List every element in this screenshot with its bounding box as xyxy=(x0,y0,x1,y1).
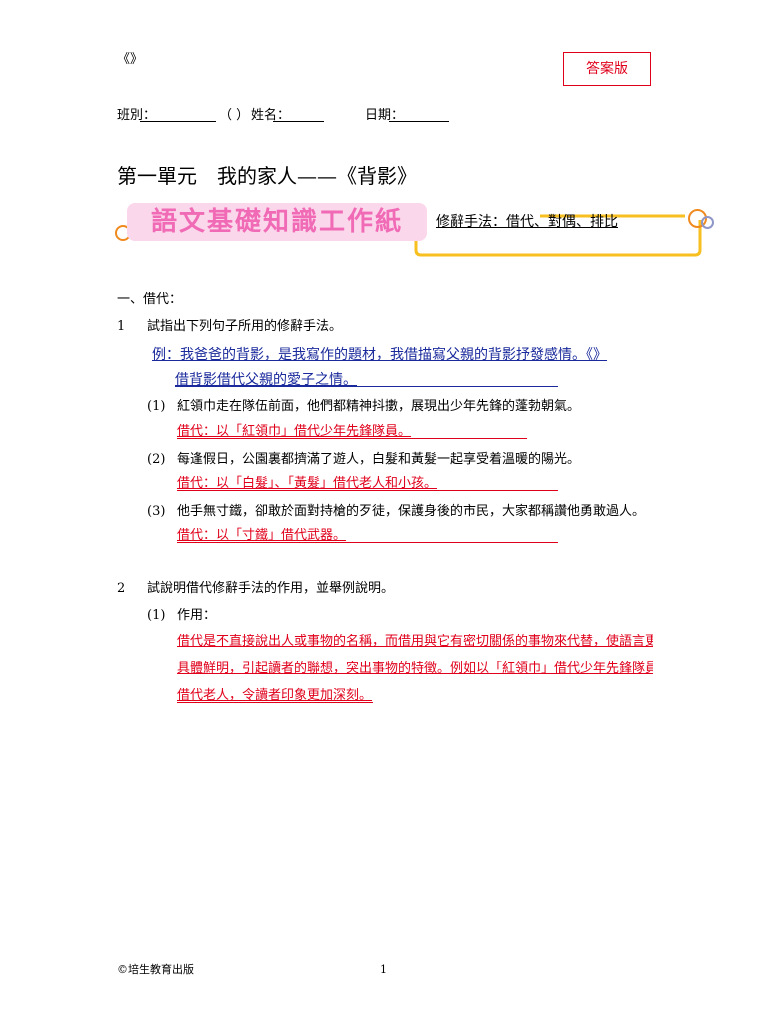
q1-item2-label: (2) xyxy=(147,452,166,467)
q1-item1-text: 紅領巾走在隊伍前面，他們都精神抖擻，展現出少年先鋒的蓬勃朝氣。 xyxy=(177,399,581,414)
q2-answer-line3[interactable]: 借代老人，令讀者印象更加深刻。 xyxy=(177,688,373,703)
answer-version-badge: 答案版 xyxy=(563,52,651,86)
number-label: （ ） xyxy=(219,108,250,123)
q1-prompt: 試指出下列句子所用的修辭手法。 xyxy=(147,319,343,334)
q2-answer-line3-rule xyxy=(177,702,373,703)
q2-answer-line1[interactable]: 借代是不直接說出人或事物的名稱，而借用與它有密切關係的事物來代替，使語言更加形象… xyxy=(177,634,653,649)
q1-model-underline xyxy=(175,386,558,387)
q1-item3-answer-line xyxy=(177,542,558,543)
corner-mark: 《》 xyxy=(117,52,144,67)
small-blue-ring-icon xyxy=(701,216,714,229)
date-label: 日期： xyxy=(365,108,405,123)
worksheet-badge: 語文基礎知識工作紙 xyxy=(127,203,427,241)
q1-number: 1 xyxy=(117,319,126,334)
q1-model-line1: 例：我爸爸的背影，是我寫作的題材，我借描寫父親的背影抒發感情。《》 xyxy=(152,347,607,363)
q1-item3-answer[interactable]: 借代：以「寸鐵」借代武器。 xyxy=(177,528,347,543)
date-blank[interactable] xyxy=(389,121,449,122)
q1-item2-answer-line xyxy=(177,490,558,491)
banner-subtitle: 修辭手法：借代、對偶、排比 xyxy=(436,214,618,230)
q1-item2-answer[interactable]: 借代：以「白髮」、「黃髮」借代老人和小孩。 xyxy=(177,476,438,491)
class-blank[interactable] xyxy=(140,121,216,122)
footer-copyright: ©培生教育出版 xyxy=(117,963,194,976)
page-number: 1 xyxy=(380,963,387,976)
q2-answer-line2[interactable]: 具體鮮明，引起讀者的聯想，突出事物的特徵。例如以「紅領巾」借代少年先鋒隊員，以「… xyxy=(177,661,653,676)
q1-item3-label: (3) xyxy=(147,504,166,519)
q2-number: 2 xyxy=(117,581,126,596)
name-blank[interactable] xyxy=(273,121,324,122)
class-label: 班別： xyxy=(117,108,157,123)
unit-title: 第一單元 xyxy=(117,164,217,188)
q1-item1-label: (1) xyxy=(147,399,166,414)
q2-prompt: 試說明借代修辭手法的作用，並舉例說明。 xyxy=(147,581,395,596)
lesson-title: 我的家人——《背影》 xyxy=(217,164,417,188)
q2-item1-label: (1) xyxy=(147,608,166,623)
section-heading: 一、借代： xyxy=(117,292,183,307)
q2-item1-heading: 作用： xyxy=(177,608,217,623)
q1-item1-answer-line xyxy=(177,438,527,439)
banner-frame-graphic xyxy=(414,214,702,257)
q1-model-line2: 借背影借代父親的愛子之情。 xyxy=(175,372,357,388)
name-label: 姓名： xyxy=(251,108,291,123)
q1-item1-answer[interactable]: 借代：以「紅領巾」借代少年先鋒隊員。 xyxy=(177,424,412,439)
q1-item2-text: 每逢假日，公園裏都擠滿了遊人，白髮和黃髮一起享受着溫暖的陽光。 xyxy=(177,452,581,467)
q1-item3-text: 他手無寸鐵，卻敢於面對持槍的歹徒，保護身後的市民，大家都稱讚他勇敢過人。 xyxy=(177,504,646,519)
